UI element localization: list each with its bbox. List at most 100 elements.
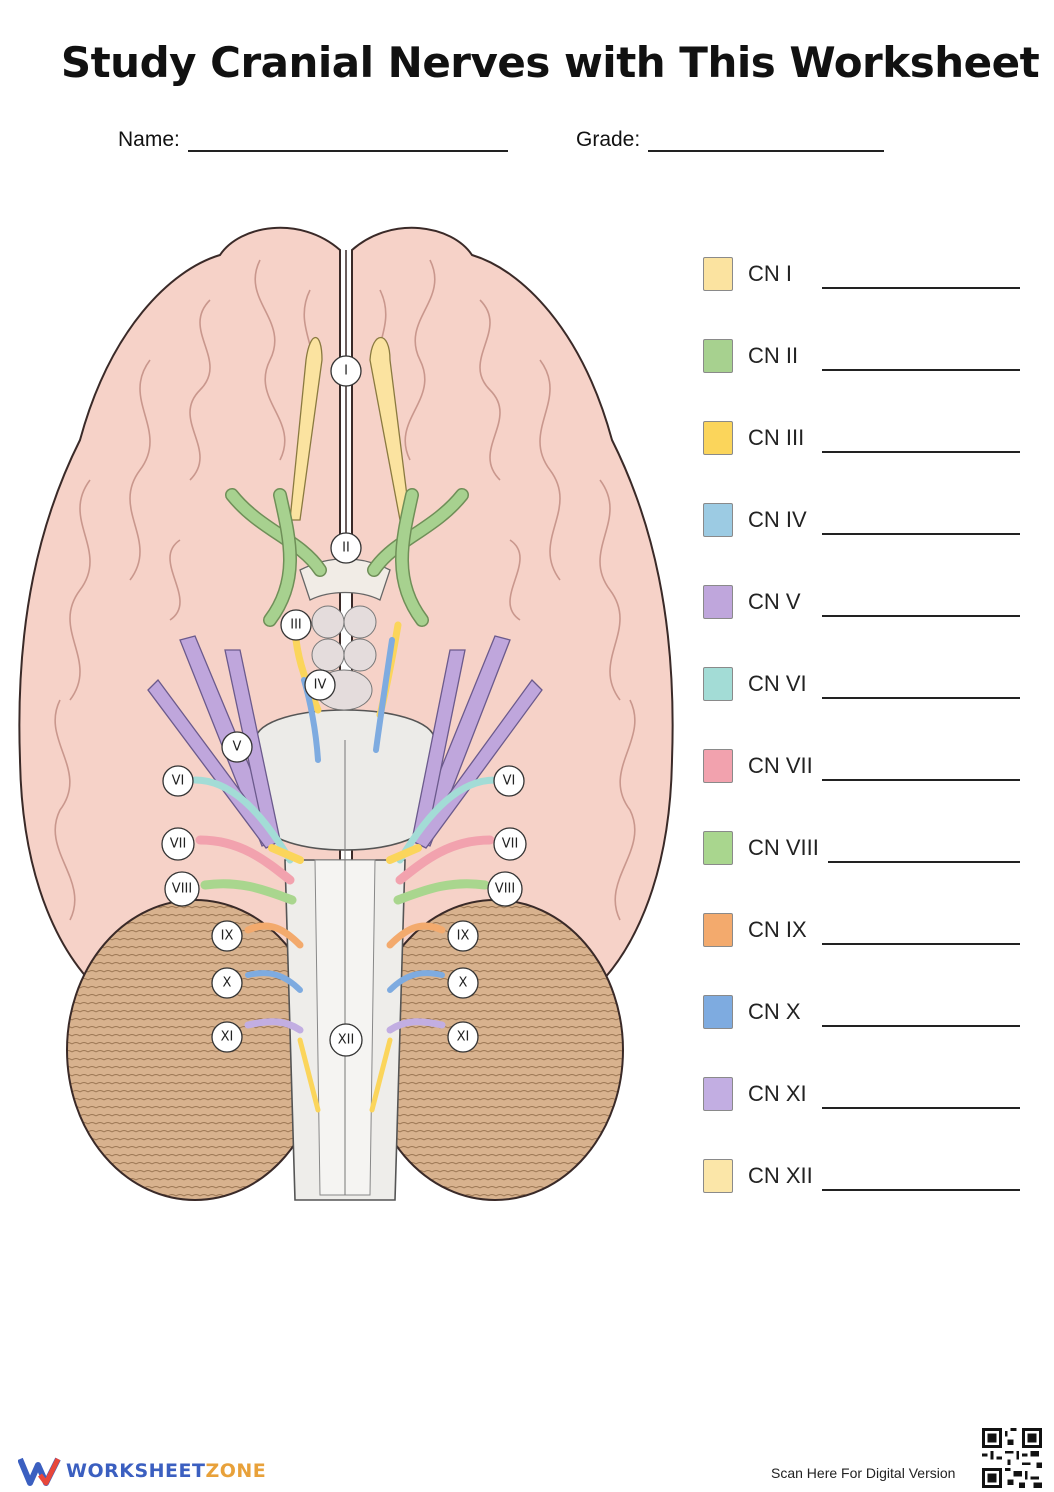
legend-label: CN VIII bbox=[748, 835, 819, 860]
legend-row: CN XII bbox=[700, 1159, 1030, 1195]
badge-cn-ii: II bbox=[330, 532, 362, 564]
legend-row: CN II bbox=[700, 339, 1030, 375]
svg-text:IX: IX bbox=[457, 929, 470, 944]
legend-row: CN XI bbox=[700, 1077, 1030, 1113]
grade-field[interactable]: Grade: bbox=[576, 128, 885, 152]
svg-text:XI: XI bbox=[457, 1030, 470, 1045]
legend-row: CN VI bbox=[700, 667, 1030, 703]
badge-cn-x-right: X bbox=[447, 967, 479, 999]
badge-cn-i: I bbox=[330, 355, 362, 387]
badge-cn-xi-left: XI bbox=[211, 1021, 243, 1053]
badge-cn-ix-right: IX bbox=[447, 920, 479, 952]
qr-code-icon[interactable] bbox=[982, 1428, 1042, 1488]
brand-part-2: ZONE bbox=[205, 1460, 267, 1482]
name-blank-line[interactable] bbox=[187, 132, 508, 152]
badge-cn-vi-left: VI bbox=[162, 765, 194, 797]
answer-blank-line[interactable] bbox=[822, 943, 1020, 945]
badge-cn-ix-left: IX bbox=[211, 920, 243, 952]
svg-text:VII: VII bbox=[502, 837, 519, 852]
answer-blank-line[interactable] bbox=[822, 615, 1020, 617]
legend-label: CN IX bbox=[748, 917, 807, 942]
legend-row: CN I bbox=[700, 257, 1030, 293]
legend-row: CN V bbox=[700, 585, 1030, 621]
legend-color-swatch bbox=[703, 257, 733, 291]
svg-text:X: X bbox=[223, 976, 232, 991]
svg-text:I: I bbox=[344, 364, 348, 379]
legend-color-swatch bbox=[703, 831, 733, 865]
svg-text:XII: XII bbox=[338, 1033, 355, 1048]
svg-text:VIII: VIII bbox=[495, 882, 515, 897]
svg-text:III: III bbox=[290, 618, 302, 633]
legend-label: CN III bbox=[748, 425, 805, 450]
answer-blank-line[interactable] bbox=[822, 697, 1020, 699]
legend-row: CN IV bbox=[700, 503, 1030, 539]
svg-text:V: V bbox=[233, 740, 242, 755]
answer-blank-line[interactable] bbox=[822, 451, 1020, 453]
legend-color-swatch bbox=[703, 421, 733, 455]
brain-base-diagram: I II III IV V VI VI VII VII VIII VIII IX… bbox=[18, 226, 674, 1201]
legend-color-swatch bbox=[703, 503, 733, 537]
svg-text:IV: IV bbox=[314, 678, 327, 693]
answer-blank-line[interactable] bbox=[822, 1189, 1020, 1191]
answer-blank-line[interactable] bbox=[822, 1025, 1020, 1027]
badge-cn-vii-left: VII bbox=[161, 827, 195, 861]
badge-cn-vii-right: VII bbox=[493, 827, 527, 861]
legend-color-swatch bbox=[703, 1077, 733, 1111]
name-field[interactable]: Name: bbox=[118, 128, 508, 152]
footer-brand[interactable]: WORKSHEETZONE bbox=[66, 1460, 266, 1482]
cn-i-olfactory-nerves bbox=[289, 337, 411, 521]
answer-blank-line[interactable] bbox=[828, 861, 1020, 863]
legend-row: CN VII bbox=[700, 749, 1030, 785]
grade-label: Grade: bbox=[576, 128, 641, 151]
worksheetzone-logo-icon bbox=[18, 1457, 61, 1486]
legend-row: CN III bbox=[700, 421, 1030, 457]
answer-blank-line[interactable] bbox=[822, 779, 1020, 781]
cn-ii-optic-nerves bbox=[225, 488, 469, 627]
svg-text:VIII: VIII bbox=[172, 882, 192, 897]
legend-label: CN VI bbox=[748, 671, 807, 696]
answer-blank-line[interactable] bbox=[822, 1107, 1020, 1109]
badge-cn-viii-right: VIII bbox=[487, 871, 523, 907]
legend-label: CN V bbox=[748, 589, 801, 614]
legend-label: CN X bbox=[748, 999, 801, 1024]
legend-color-swatch bbox=[703, 749, 733, 783]
legend-label: CN VII bbox=[748, 753, 813, 778]
svg-text:VI: VI bbox=[172, 774, 185, 789]
cn-lateral-nerve-bundles bbox=[191, 776, 499, 1113]
legend-label: CN II bbox=[748, 343, 799, 368]
brand-part-1: WORKSHEET bbox=[66, 1460, 206, 1482]
badge-cn-xii: XII bbox=[329, 1023, 363, 1057]
scan-text: Scan Here For Digital Version bbox=[771, 1465, 956, 1481]
svg-text:IX: IX bbox=[221, 929, 234, 944]
legend-label: CN XI bbox=[748, 1081, 807, 1106]
legend-color-swatch bbox=[703, 667, 733, 701]
svg-text:VI: VI bbox=[503, 774, 516, 789]
legend-row: CN VIII bbox=[700, 831, 1030, 867]
grade-blank-line[interactable] bbox=[648, 132, 885, 152]
legend-color-swatch bbox=[703, 995, 733, 1029]
badge-cn-iii: III bbox=[280, 609, 312, 641]
legend-label: CN I bbox=[748, 261, 792, 286]
badge-cn-xi-right: XI bbox=[447, 1021, 479, 1053]
badge-cn-viii-left: VIII bbox=[164, 871, 200, 907]
legend-row: CN IX bbox=[700, 913, 1030, 949]
legend-label: CN XII bbox=[748, 1163, 813, 1188]
badge-cn-iv: IV bbox=[304, 669, 336, 701]
legend-color-swatch bbox=[703, 339, 733, 373]
svg-text:X: X bbox=[459, 976, 468, 991]
legend-color-swatch bbox=[703, 585, 733, 619]
answer-blank-line[interactable] bbox=[822, 287, 1020, 289]
legend-color-swatch bbox=[703, 1159, 733, 1193]
badge-cn-vi-right: VI bbox=[493, 765, 525, 797]
brainstem bbox=[254, 605, 436, 1201]
legend-color-swatch bbox=[703, 913, 733, 947]
name-label: Name: bbox=[118, 128, 180, 151]
svg-text:XI: XI bbox=[221, 1030, 234, 1045]
legend-row: CN X bbox=[700, 995, 1030, 1031]
page-title: Study Cranial Nerves with This Worksheet bbox=[60, 38, 1040, 87]
answer-blank-line[interactable] bbox=[822, 369, 1020, 371]
answer-blank-line[interactable] bbox=[822, 533, 1020, 535]
svg-text:VII: VII bbox=[170, 837, 187, 852]
svg-text:II: II bbox=[342, 541, 350, 556]
legend-label: CN IV bbox=[748, 507, 807, 532]
